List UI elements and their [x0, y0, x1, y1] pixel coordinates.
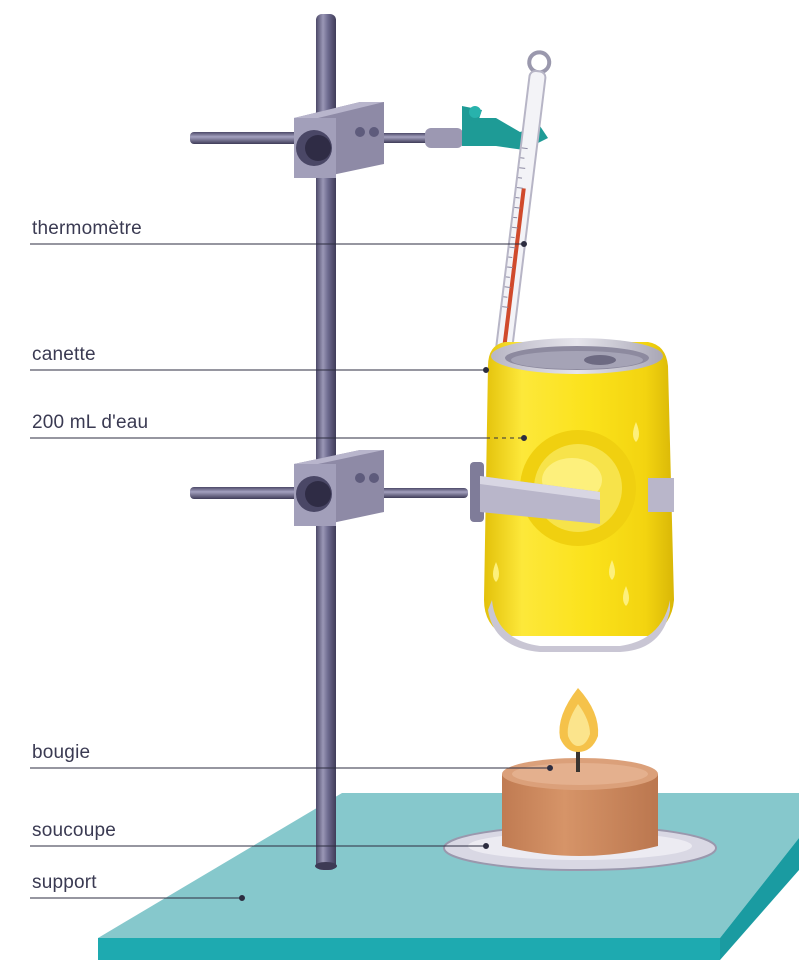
upper-clamp: [190, 102, 548, 178]
label-thermometer: thermomètre: [32, 218, 142, 239]
thermometer: [494, 50, 552, 361]
label-candle: bougie: [32, 742, 90, 763]
leader-water-dot: [521, 435, 527, 441]
lower-clamp: [190, 450, 674, 526]
leader-can-dot: [483, 367, 489, 373]
labels: thermomètre canette 200 mL d'eau bougie …: [32, 218, 148, 893]
candle: [502, 688, 658, 856]
leader-candle-dot: [547, 765, 553, 771]
table-support: [98, 793, 799, 960]
label-can: canette: [32, 344, 96, 365]
leader-thermometer-dot: [521, 241, 527, 247]
leader-saucer-dot: [483, 843, 489, 849]
stand-rod: [315, 14, 337, 870]
leader-support-dot: [239, 895, 245, 901]
label-saucer: soucoupe: [32, 820, 116, 841]
label-water: 200 mL d'eau: [32, 412, 148, 433]
leader-lines: [30, 241, 553, 901]
label-support: support: [32, 872, 97, 893]
